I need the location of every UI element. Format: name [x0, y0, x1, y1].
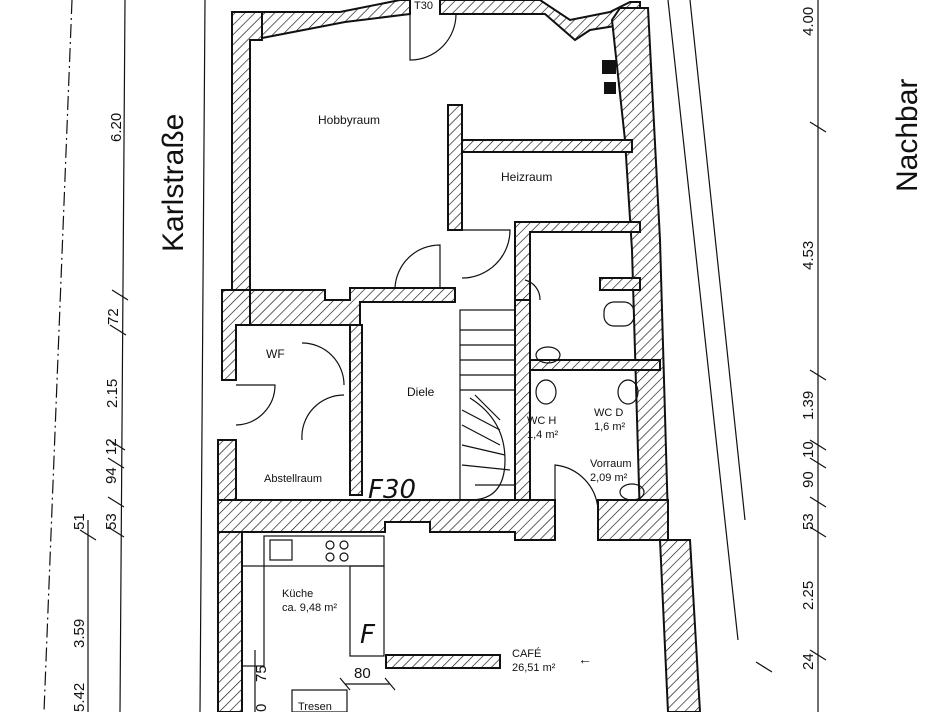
door-hobby-swing: [394, 244, 441, 289]
door-heiz-swing: [461, 229, 511, 279]
arrow-cafe: ←: [578, 651, 592, 667]
label-vorraum-area: 2,09 m²: [590, 472, 628, 484]
dim-left-6: 51: [71, 513, 88, 530]
dim-right-4: 10: [800, 441, 817, 458]
label-wf: WF: [266, 347, 285, 361]
dim-left-5: 94: [103, 467, 120, 484]
tresen-counter: [291, 689, 348, 712]
label-wc-h-area: 1,4 m²: [527, 429, 559, 441]
wall-top-right: [439, 0, 641, 42]
kitchen-counter: [263, 535, 385, 567]
label-abstellraum: Abstellraum: [264, 473, 322, 485]
dim-right-2: 4.53: [800, 241, 817, 270]
wall-wc-left: [514, 299, 531, 501]
toilet-upper: [603, 301, 635, 327]
dim-interior-80: 80: [354, 665, 371, 682]
label-t30: T30: [414, 0, 433, 12]
door-wf-swing-a: [301, 342, 345, 386]
wall-wc-right-stub: [599, 277, 641, 291]
dim-right-8: 24: [800, 653, 817, 670]
dim-left-1: 6.20: [108, 113, 125, 142]
wall-left-middle: [221, 289, 251, 381]
label-cafe-name: CAFÉ: [512, 647, 541, 660]
dim-left-4: 12: [103, 438, 120, 455]
label-wc-h-name: WC H: [527, 415, 556, 427]
wall-right: [610, 7, 670, 521]
kitchen-side-counter: [349, 565, 385, 657]
toilet-wch: [535, 379, 557, 405]
washbasin-upper: [535, 346, 561, 364]
wall-left-upper: [231, 11, 263, 291]
heating-unit-b: [604, 82, 616, 94]
doors: [235, 13, 599, 540]
wall-middle: [217, 499, 556, 541]
dim-right-6: 53: [800, 513, 817, 530]
label-wc-d-area: 1,6 m²: [594, 421, 626, 433]
label-heizraum: Heizraum: [501, 170, 552, 184]
door-vorraum-swing: [554, 464, 599, 540]
dim-right-7: 2.25: [800, 581, 817, 610]
label-diele: Diele: [407, 385, 435, 399]
label-kueche-name: Küche: [282, 588, 313, 600]
door-wf-left-swing: [235, 384, 276, 426]
heating-unit-a: [602, 60, 616, 74]
kitchen-sink: [269, 539, 293, 561]
dim-interior-75: 75: [253, 665, 270, 682]
dim-interior-0: 0: [253, 704, 270, 712]
street-label-left: Karlstraße: [157, 114, 190, 252]
dimension-lines-interior: [254, 650, 396, 712]
wall-heizraum-left: [447, 104, 463, 231]
wall-cafe-counter: [385, 654, 501, 669]
label-vorraum-name: Vorraum: [590, 458, 632, 470]
dim-left-2: 72: [105, 308, 122, 325]
staircase: [459, 309, 516, 501]
door-t30-swing: [409, 13, 457, 61]
label-wc-d-name: WC D: [594, 407, 623, 419]
label-cafe-area: 26,51 m²: [512, 662, 556, 674]
dim-left-3: 2.15: [104, 379, 121, 408]
fixtures: [241, 60, 645, 712]
wall-left-lower: [217, 439, 237, 501]
door-wf-swing-b: [301, 394, 345, 441]
street-label-right: Nachbar: [891, 79, 924, 192]
dim-left-8: 3.59: [71, 619, 88, 648]
wall-hobby-diele: [249, 287, 456, 326]
dim-left-9: 5.42: [71, 683, 88, 712]
toilet-wcd: [617, 379, 639, 405]
wall-middle-right: [597, 499, 669, 541]
label-tresen: Tresen: [298, 701, 332, 712]
washbasin-vorraum: [619, 483, 645, 501]
door-wc-swing: [524, 279, 541, 301]
dim-right-3: 1.39: [800, 391, 817, 420]
handwritten-f-mark: F: [360, 620, 376, 650]
dimension-lines-right: [755, 0, 827, 712]
label-f30: F30: [368, 475, 416, 505]
label-kueche-area: ca. 9,48 m²: [282, 602, 337, 614]
dim-right-1: 4.00: [800, 7, 817, 36]
kitchen-left-counter: [241, 565, 265, 667]
outer-walls: [217, 0, 702, 712]
dim-left-7: 53: [103, 513, 120, 530]
wall-cafe-right: [658, 539, 702, 712]
dim-right-5: 90: [800, 471, 817, 488]
wall-cafe-left: [217, 531, 243, 712]
label-hobbyraum: Hobbyraum: [318, 113, 380, 127]
dimension-lines-left: [79, 0, 129, 712]
wall-wf-diele: [349, 324, 363, 496]
wall-wc-mid: [529, 359, 661, 371]
wall-heizraum-top: [461, 139, 633, 153]
property-lines: [43, 0, 746, 712]
